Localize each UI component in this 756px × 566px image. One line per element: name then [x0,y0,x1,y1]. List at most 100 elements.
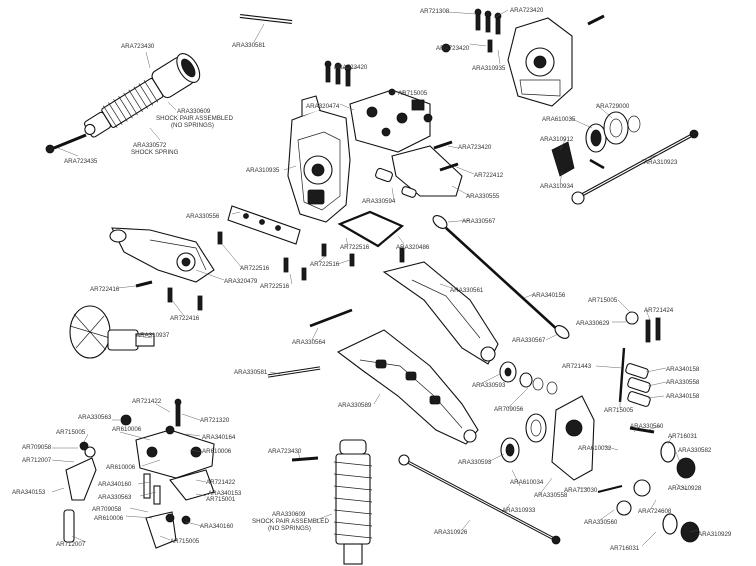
part-label: ARA723420 [334,64,368,71]
part-label: ARA330564 [292,339,326,346]
part-label: AR715005 [588,297,618,304]
shock-lower [333,439,373,565]
part-label: ARA330609 [272,511,306,518]
part-label: ARA340160 [200,523,234,530]
part-label: ARA310928 [668,485,702,492]
part-label: ARA330560 [630,423,664,430]
parts-artwork [45,8,700,565]
part-label: ARA723430 [268,448,302,455]
part-label: AR722516 [340,244,370,251]
part-label: AR721422 [132,398,162,405]
part-label: ARA320479 [224,278,258,285]
part-label: AR709056 [494,406,524,413]
part-label: AR709058 [92,506,122,513]
bearings-center [499,361,558,395]
part-label: AR610006 [112,426,142,433]
part-label: ARA330609 [177,108,211,115]
screw-left [45,133,87,154]
part-label: ARA340156 [532,292,566,299]
part-label: AR722412 [474,172,504,179]
part-label: ARA310929 [698,531,732,538]
shock-upper [83,53,201,138]
part-label: ARA340160 [98,481,132,488]
part-label: AR721422 [206,479,236,486]
top-plate [349,89,431,153]
screws-top-right [441,8,605,53]
part-label: ARA310926 [434,529,468,536]
part-label: ARA310935 [246,167,280,174]
part-label: AR722516 [240,265,270,272]
driveshaft-rear [398,454,561,545]
part-label: ARA310935 [472,65,506,72]
part-label: AR722516 [310,261,340,268]
gearbox-housing [287,95,351,223]
leader-lines [51,9,699,547]
part-label: ARA330572 [133,142,167,149]
part-label: ARA310912 [540,136,574,143]
part-label: AR709058 [22,444,52,451]
part-label: ARA723420 [510,7,544,14]
arm-holder [375,145,463,198]
part-label: ARA330582 [678,447,712,454]
arm-mount-left [109,227,215,283]
part-label: AR721308 [420,8,450,15]
part-label: AR716031 [610,545,640,552]
part-label: ARA330581 [234,369,268,376]
part-label: ARA340153 [208,490,242,497]
part-label: ARA330589 [338,402,372,409]
part-label: AR722416 [90,286,120,293]
link-plate [227,205,301,245]
part-label: AR610006 [106,464,136,471]
part-label: ARA330581 [232,42,266,49]
lower-arm-lower [336,329,479,445]
part-label: ARA330594 [362,198,396,205]
part-label: AR716031 [668,433,698,440]
part-label: AR715005 [170,538,200,545]
gasket [337,210,405,248]
diff-gears-right [551,111,641,177]
part-label: AR715005 [398,90,428,97]
part-label: ARA330558 [534,492,568,499]
part-label: ARA320474 [306,103,340,110]
pin-top [239,14,293,24]
part-label: ARA340158 [666,393,700,400]
part-label: AR610006 [202,448,232,455]
driveshaft-right [571,129,699,205]
part-label: ARA330555 [466,193,500,200]
part-label: AR721443 [562,363,592,370]
gearbox-right [507,17,573,107]
part-label: AR715005 [56,429,86,436]
part-label: (NO SPRINGS) [268,525,311,532]
part-label: SHOCK PAIR ASSEMBLED [156,115,233,122]
part-label: ARA610032 [578,445,612,452]
part-label: ARA723420 [436,45,470,52]
part-label: AR715005 [604,407,634,414]
part-label: ARA729000 [596,103,630,110]
part-label: AR610006 [94,515,124,522]
part-label: ARA310937 [136,332,170,339]
turnbuckle [432,215,570,339]
lower-arm-upper [382,261,499,365]
part-labels: ARA330581 ARA723430 ARA330609 SHOCK PAIR… [12,7,732,552]
part-label: AR721320 [200,417,230,424]
part-label: ARA330558 [666,379,700,386]
part-label: AR715001 [206,496,236,503]
part-label: ARA330563 [78,414,112,421]
part-label: ARA723420 [458,144,492,151]
part-label: ARA310933 [502,507,536,514]
part-label: ARA723430 [121,43,155,50]
part-label: ARA330563 [98,494,132,501]
part-label: ARA310934 [540,183,574,190]
part-label: AR721424 [644,307,674,314]
part-label: ARA724608 [638,508,672,515]
steering-assembly [135,398,215,549]
part-label: SHOCK SPRING [131,149,179,156]
toe-link-parts [618,311,661,407]
part-label: SHOCK PAIR ASSEMBLED [252,518,329,525]
part-label: ARA340158 [666,366,700,373]
part-label: ARA320486 [396,244,430,251]
part-label: (NO SPRINGS) [171,122,214,129]
part-label: ARA330560 [584,519,618,526]
part-label: ARA713030 [564,487,598,494]
